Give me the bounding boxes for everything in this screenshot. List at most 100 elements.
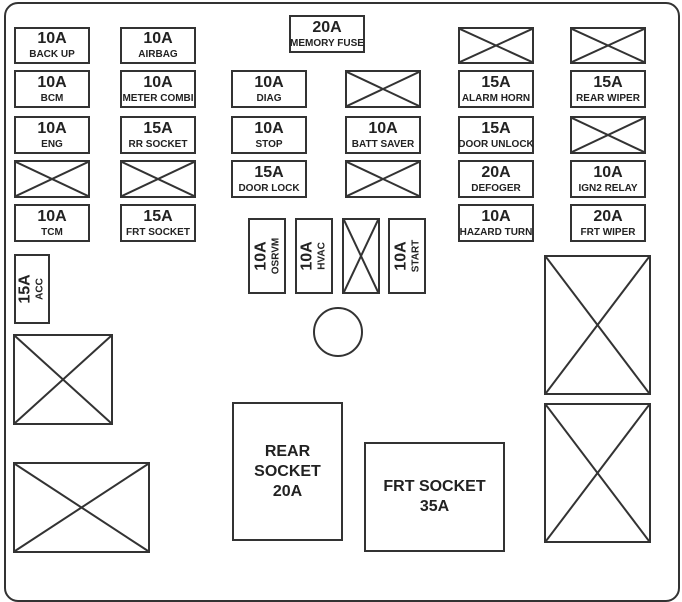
empty-slot-cross-icon — [572, 118, 644, 152]
fuse-label: AIRBAG — [138, 49, 178, 60]
empty-slot-cross-icon — [546, 405, 649, 541]
fuse-rr-socket: 15A RR SOCKET — [120, 116, 196, 154]
fuse-frt-socket: FRT SOCKET 35A — [364, 442, 505, 552]
fuse-amp: 20A — [593, 207, 623, 225]
fuse-amp: 10A — [143, 73, 173, 91]
fuse-amp: 10A — [368, 119, 398, 137]
empty-slot — [342, 218, 380, 294]
frt-socket-line1: FRT SOCKET — [383, 478, 486, 495]
fuse-amp: 20A — [481, 163, 511, 181]
fuse-bcm: 10A BCM — [14, 70, 90, 108]
fuse-batt-saver: 10A BATT SAVER — [345, 116, 421, 154]
fuse-amp: 10A — [254, 73, 284, 91]
fuse-amp: 15A — [143, 207, 173, 225]
rear-socket-line1: REAR — [264, 442, 311, 460]
fuse-amp: 15A — [481, 73, 511, 91]
rear-socket-amp: 20A — [272, 482, 303, 500]
mounting-hole — [313, 307, 363, 357]
fuse-tcm: 10A TCM — [14, 204, 90, 242]
fuse-airbag: 10A AIRBAG — [120, 27, 196, 64]
empty-slot-cross-icon — [344, 220, 378, 292]
fuse-label: ALARM HORN — [461, 92, 531, 104]
fuse-amp: 15A — [254, 163, 284, 181]
fuse-label: HVAC — [316, 242, 328, 270]
empty-relay-slot — [13, 334, 113, 425]
empty-slot-cross-icon — [572, 29, 644, 62]
fuse-acc: 15A ACC — [14, 254, 50, 324]
fuse-osrvm: 10A OSRVM — [248, 218, 286, 294]
empty-slot-cross-icon — [460, 29, 532, 62]
fuse-label: DIAG — [256, 92, 282, 104]
fuse-start: 10A START — [388, 218, 426, 294]
fuse-label: IGN2 RELAY — [578, 182, 638, 194]
fuse-amp: 10A — [593, 163, 623, 181]
fuse-label: BATT SAVER — [351, 138, 415, 150]
fuse-door-lock: 15A DOOR LOCK — [231, 160, 307, 198]
fuse-amp: 20A — [312, 18, 342, 36]
fuse-amp: 10A — [481, 207, 511, 225]
fuse-label: FRT WIPER — [580, 226, 636, 238]
fuse-stop: 10A STOP — [231, 116, 307, 154]
fuse-back-up: 10A BACK UP — [14, 27, 90, 64]
empty-slot-cross-icon — [16, 162, 88, 196]
fuse-label: REAR WIPER — [576, 92, 640, 104]
fuse-alarm-horn: 15A ALARM HORN — [458, 70, 534, 108]
empty-slot-cross-icon — [546, 257, 649, 393]
fuse-amp: 10A — [143, 30, 173, 47]
fuse-amp: 10A — [37, 119, 67, 137]
fuse-rear-socket: REAR SOCKET 20A — [232, 402, 343, 541]
fuse-label: TCM — [41, 226, 63, 238]
fuse-frt-socket-small: 15A FRT SOCKET — [120, 204, 196, 242]
fuse-label: BACK UP — [29, 49, 75, 60]
fuse-label: DEFOGER — [471, 182, 521, 194]
fuse-label: ENG — [41, 138, 63, 150]
fuse-hazard-turn: 10A HAZARD TURN — [458, 204, 534, 242]
empty-relay-slot — [544, 255, 651, 395]
fuse-eng: 10A ENG — [14, 116, 90, 154]
fuse-label: ACC — [34, 278, 46, 300]
fuse-defoger: 20A DEFOGER — [458, 160, 534, 198]
fuse-label: OSRVM — [270, 237, 281, 275]
fuse-label: START — [410, 239, 421, 273]
fuse-frt-wiper: 20A FRT WIPER — [570, 204, 646, 242]
fuse-door-unlock: 15A DOOR UNLOCK — [458, 116, 534, 154]
fuse-label: STOP — [255, 138, 283, 150]
fuse-label: HAZARD TURN — [459, 226, 533, 238]
fuse-label: RR SOCKET — [128, 138, 188, 150]
empty-slot — [570, 116, 646, 154]
fuse-meter-combi: 10A METER COMBI — [120, 70, 196, 108]
fuse-label: FRT SOCKET — [126, 226, 190, 238]
empty-slot-cross-icon — [347, 162, 419, 196]
fuse-amp: 10A — [254, 119, 284, 137]
empty-slot — [345, 160, 421, 198]
fuse-amp: 10A — [37, 73, 67, 91]
fuse-amp: 10A — [37, 207, 67, 225]
empty-slot — [345, 70, 421, 108]
fuse-label: MEMORY FUSE — [290, 37, 364, 49]
rear-socket-line2: SOCKET — [254, 462, 321, 480]
fuse-rear-wiper: 15A REAR WIPER — [570, 70, 646, 108]
fuse-label: DOOR LOCK — [238, 182, 300, 194]
fuse-amp: 15A — [481, 119, 511, 137]
fuse-amp: 10A — [392, 241, 409, 271]
fuse-label: BCM — [40, 92, 64, 104]
fuse-diag: 10A DIAG — [231, 70, 307, 108]
fuse-amp: 15A — [16, 274, 34, 304]
fuse-label: DOOR UNLOCK — [458, 138, 534, 150]
empty-slot — [458, 27, 534, 64]
empty-slot-cross-icon — [15, 464, 148, 551]
empty-relay-slot — [544, 403, 651, 543]
fuse-amp: 15A — [143, 119, 173, 137]
empty-slot-cross-icon — [122, 162, 194, 196]
fuse-amp: 10A — [37, 30, 67, 47]
fuse-amp: 10A — [252, 241, 269, 271]
empty-slot — [570, 27, 646, 64]
fuse-label: METER COMBI — [122, 92, 194, 104]
empty-slot — [120, 160, 196, 198]
fuse-memory-fuse: 20A MEMORY FUSE — [289, 15, 365, 53]
fuse-amp: 15A — [593, 73, 623, 91]
empty-slot — [14, 160, 90, 198]
fuse-amp: 10A — [298, 241, 316, 271]
empty-slot-cross-icon — [347, 72, 419, 106]
fuse-ign2-relay: 10A IGN2 RELAY — [570, 160, 646, 198]
